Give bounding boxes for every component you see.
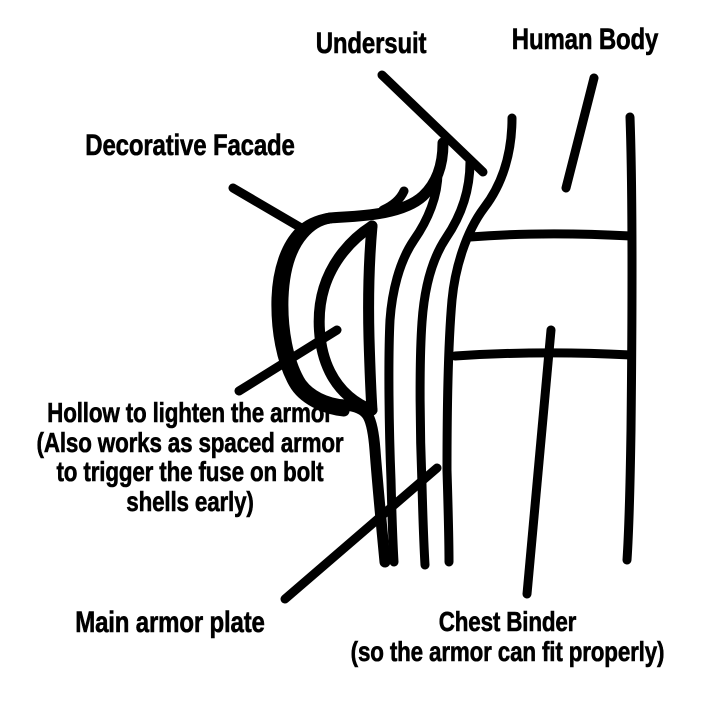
undersuit-outer-line: [415, 157, 475, 570]
decorative-facade-leader: [228, 183, 308, 234]
hollow-leader: [234, 325, 342, 396]
label-undersuit: Undersuit: [315, 27, 427, 60]
human-body-leader: [561, 73, 599, 193]
body-left-flank: [442, 465, 454, 567]
body-chest-line-upper: [465, 229, 636, 242]
main-armor-plate-leader: [280, 463, 442, 604]
undersuit-leader: [377, 70, 488, 177]
armor-shoulder-curve: [378, 186, 409, 215]
hollow-cavity-back-edge: [363, 220, 378, 416]
label-human-body: Human Body: [511, 23, 659, 56]
body-torso-curve: [442, 113, 517, 475]
label-chest-binder: Chest Binder (so the armor can fit prope…: [350, 606, 665, 667]
body-right-edge: [622, 112, 637, 565]
label-decorative-facade: Decorative Facade: [85, 129, 295, 162]
main-armor-plate-outer: [277, 137, 449, 568]
label-hollow-to-lighten-the-armor: Hollow to lighten the armor (Also works …: [36, 397, 344, 518]
body-chest-line-lower: [450, 348, 636, 361]
hollow-cavity-outline: [313, 220, 378, 416]
chest-binder-leader: [522, 325, 556, 599]
label-main-armor-plate: Main armor plate: [75, 606, 265, 639]
